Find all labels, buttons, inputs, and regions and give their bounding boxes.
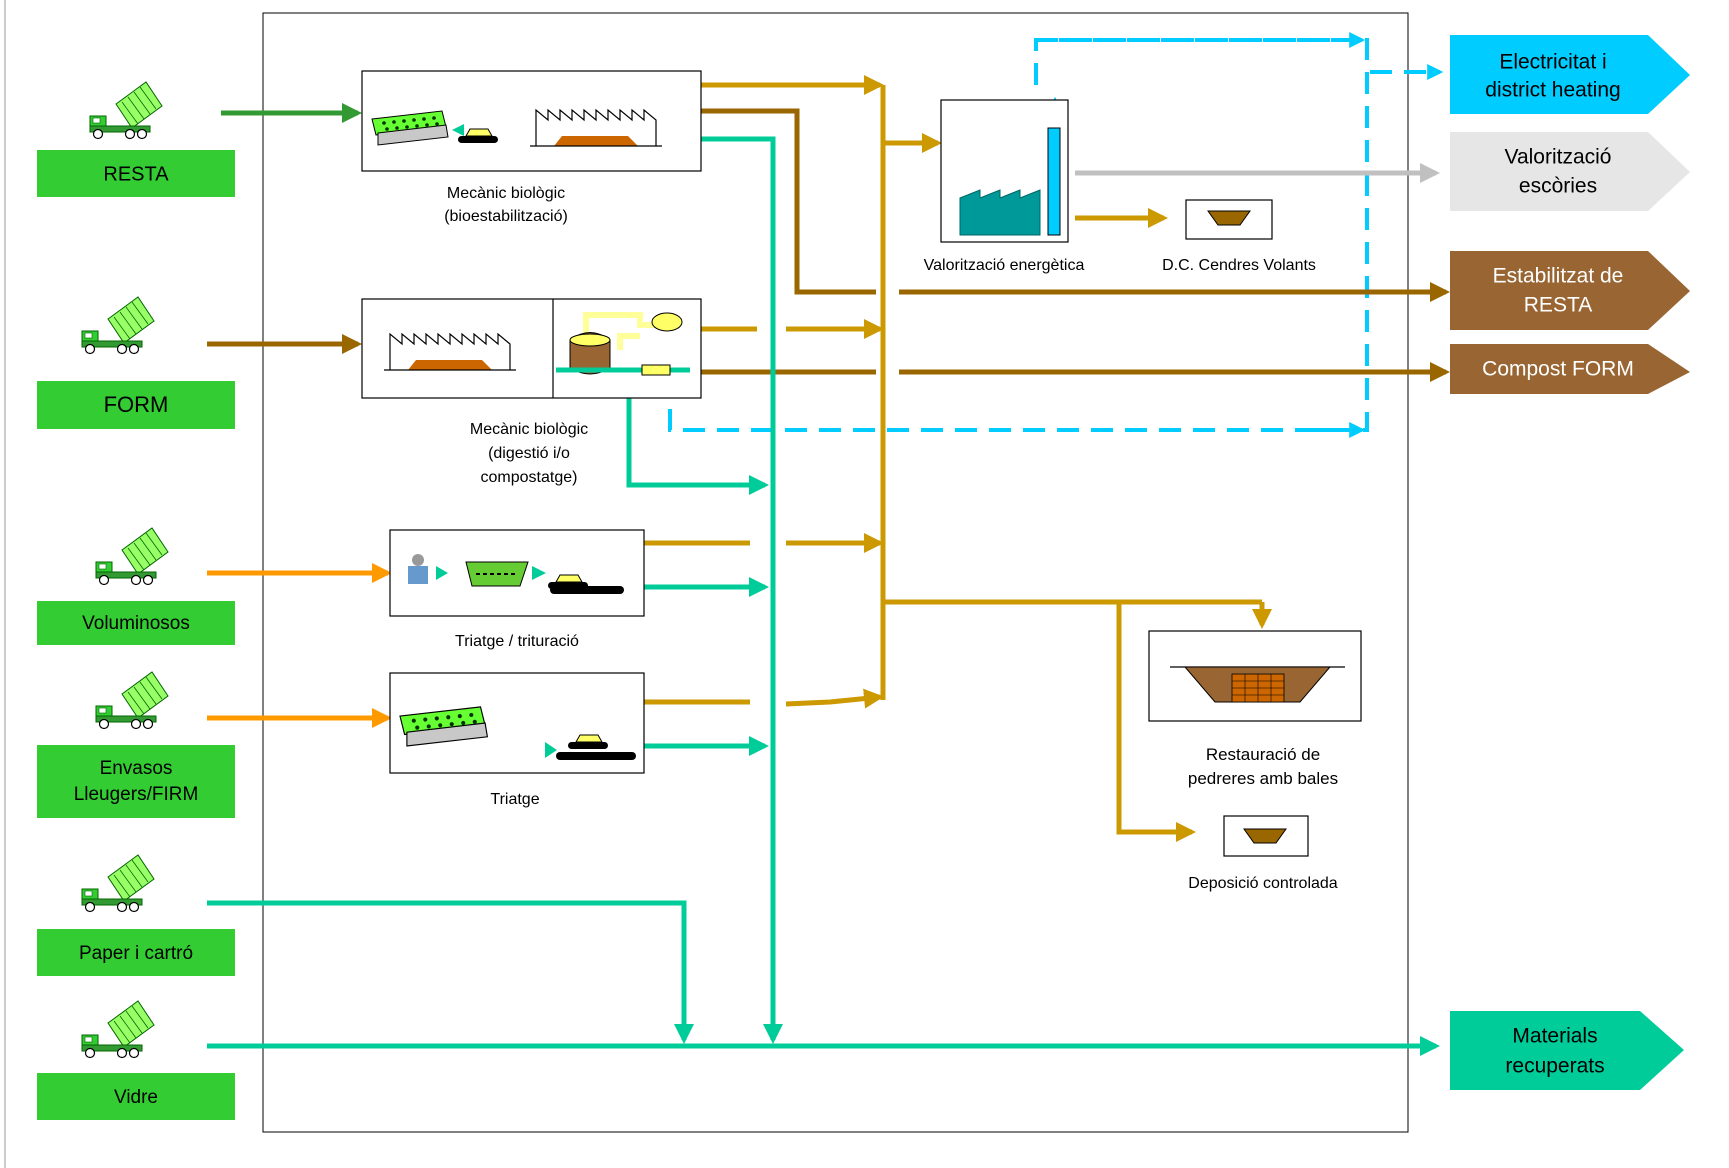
process-caption: Triatge [490,791,539,808]
process-deposicio-controlada: Deposició controlada [1188,815,1338,892]
recovered-trunk [701,136,776,1040]
process-caption-line-2: (bioestabilització) [444,208,568,225]
process-caption-line-1: Mecànic biològic [470,421,588,438]
process-caption: Deposició controlada [1188,875,1338,892]
input-label-line-1: Envasos [100,758,173,779]
stabilised-flow-a [701,108,876,295]
transfer-arrow-icon [452,124,464,136]
process-box [361,298,702,399]
dump-truck-icon [79,854,155,918]
input-box [37,601,235,645]
output-label: Compost FORM [1482,358,1634,381]
input-label: FORM [104,392,169,417]
input-label: RESTA [103,163,169,185]
output-recovered: Materials recuperats [1450,1011,1684,1090]
output-stabilised: Estabilitzat de RESTA [1450,251,1690,330]
process-valoritzacio-energetica: Valorització energètica [924,99,1085,274]
process-caption: Valorització energètica [924,257,1085,274]
worker-icon [408,554,428,584]
input-form: FORM [37,296,235,429]
flow-lines [207,32,1450,1056]
input-box [37,745,235,818]
process-triatge-trituracio: Triatge / trituració [389,529,645,650]
output-arrow-shape [1450,132,1690,211]
input-box [37,150,235,197]
recovered-from-mbt-dig [626,398,769,495]
conveyor-belt [556,752,636,760]
transfer-arrow-icon [545,742,557,758]
process-mbt-bioestabilitzacio: Mecànic biològic (bioestabilització) [361,70,702,225]
output-label-line-1: Materials [1512,1025,1597,1048]
transfer-arrow-icon [436,566,448,580]
output-label-line-2: RESTA [1524,294,1592,317]
process-dc-cendres: D.C. Cendres Volants [1162,199,1316,274]
output-label-line-2: district heating [1485,79,1620,102]
process-caption-line-1: Mecànic biològic [447,185,565,202]
shredder-icon [465,561,529,587]
output-arrow-shape [1450,251,1690,330]
dump-truck-icon [87,81,163,145]
output-arrow-shape [1450,344,1690,394]
paper-input-flow [207,900,694,1044]
output-label-line-1: Estabilitzat de [1493,265,1624,288]
input-vidre: Vidre [37,1000,235,1120]
process-caption-line-1: Restauració de [1206,745,1320,764]
input-envasos: Envasos Lleugers/FIRM [37,671,235,818]
process-caption-line-3: compostatge) [481,469,578,486]
dump-truck-icon [79,1000,155,1064]
process-caption: Triatge / trituració [455,633,579,650]
input-label-line-2: Lleugers/FIRM [74,784,199,805]
output-arrow-shape [1450,1011,1684,1090]
output-arrow-shape [1450,35,1690,114]
input-voluminosos: Voluminosos [37,527,235,645]
input-paper: Paper i cartró [37,854,235,976]
digester-icon [556,312,690,376]
input-streams: RESTA FORM Voluminosos Envasos Lleugers/… [37,81,235,1120]
dump-truck-icon [79,296,155,360]
dump-truck-icon [93,527,169,591]
input-box [37,381,235,429]
output-slag: Valorització escòries [1450,132,1690,211]
process-restauracio-pedreres: Restauració de pedreres amb bales [1148,630,1362,788]
input-label: Voluminosos [82,613,190,634]
process-caption-line-2: (digestió i/o [488,445,570,462]
input-box [37,929,235,976]
quarry-bales-icon [1170,666,1345,703]
process-caption: D.C. Cendres Volants [1162,257,1316,274]
input-resta: RESTA [37,81,235,197]
factory-icon [959,127,1061,236]
energy-recovery-flow [668,38,1369,432]
output-label-line-2: escòries [1519,175,1597,198]
transfer-arrow-icon [532,566,546,580]
rejects-to-controlled-deposit [1116,602,1196,842]
output-label-line-1: Electricitat i [1499,51,1606,74]
input-box [37,1073,235,1120]
output-label-line-1: Valorització [1505,146,1612,169]
output-label-line-2: recuperats [1505,1055,1604,1078]
output-compost: Compost FORM [1450,344,1690,394]
process-mbt-digestio: Mecànic biològic (digestió i/o compostat… [361,298,702,486]
input-label: Paper i cartró [79,943,193,964]
process-triatge: Triatge [389,672,645,808]
input-label: Vidre [114,1087,158,1108]
output-streams: Electricitat i district heating Valoritz… [1450,35,1690,1090]
conveyor-belt [550,586,624,594]
dump-truck-icon [93,671,169,735]
rejects-sorting-b [785,688,884,709]
output-electricity: Electricitat i district heating [1450,35,1690,114]
process-caption-line-2: pedreres amb bales [1188,769,1338,788]
